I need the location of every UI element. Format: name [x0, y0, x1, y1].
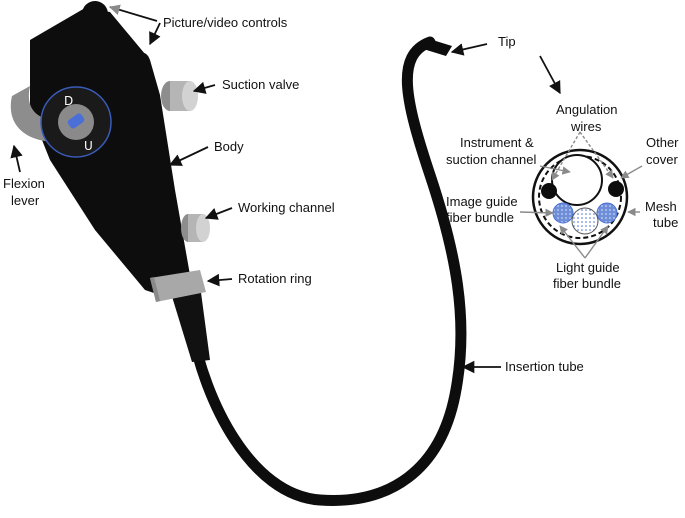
working-channel-part	[181, 214, 210, 242]
label-rotation-ring: Rotation ring	[238, 271, 312, 286]
label-arrows	[10, 4, 561, 374]
labels: Picture/video controls Suction valve Bod…	[3, 15, 679, 374]
label-other-cover-1: Other	[646, 135, 679, 150]
label-instrument-channel-2: suction channel	[446, 152, 536, 167]
label-image-guide-2: fiber bundle	[446, 210, 514, 225]
label-angulation-wires-2: wires	[570, 119, 602, 134]
label-mesh-tube-2: tube	[653, 215, 678, 230]
control-button-side	[130, 52, 150, 72]
label-tip: Tip	[498, 34, 516, 49]
suction-valve-part	[161, 81, 198, 111]
label-insertion-tube: Insertion tube	[505, 359, 584, 374]
image-guide-left	[552, 202, 574, 224]
label-suction-valve: Suction valve	[222, 77, 299, 92]
knob-indicator	[67, 113, 85, 129]
tip-end	[420, 38, 452, 56]
insertion-tube-cable	[186, 36, 467, 506]
label-image-guide-1: Image guide	[446, 194, 518, 209]
light-guide	[571, 207, 599, 235]
label-flexion-lever-1: Flexion	[3, 176, 45, 191]
wire-left	[541, 183, 557, 199]
label-body: Body	[214, 139, 244, 154]
knob-label-d: D	[64, 94, 73, 108]
label-angulation-wires-1: Angulation	[556, 102, 617, 117]
label-picture-video-controls: Picture/video controls	[163, 15, 288, 30]
label-instrument-channel-1: Instrument &	[460, 135, 534, 150]
label-light-guide-1: Light guide	[556, 260, 620, 275]
strain-relief	[170, 285, 210, 362]
cross-section-pointers	[519, 131, 643, 259]
label-other-cover-2: cover	[646, 152, 678, 167]
label-mesh-tube-1: Mesh	[645, 199, 677, 214]
label-light-guide-2: fiber bundle	[553, 276, 621, 291]
knob-label-u: U	[84, 139, 93, 153]
wire-right	[608, 181, 624, 197]
rotation-ring-part	[150, 270, 206, 302]
control-button-top	[82, 1, 108, 27]
image-guide-right	[596, 202, 618, 224]
cross-section	[531, 148, 629, 246]
endoscope-body	[30, 8, 190, 295]
label-working-channel: Working channel	[238, 200, 335, 215]
instrument-channel	[551, 154, 603, 206]
label-flexion-lever-2: lever	[11, 193, 40, 208]
